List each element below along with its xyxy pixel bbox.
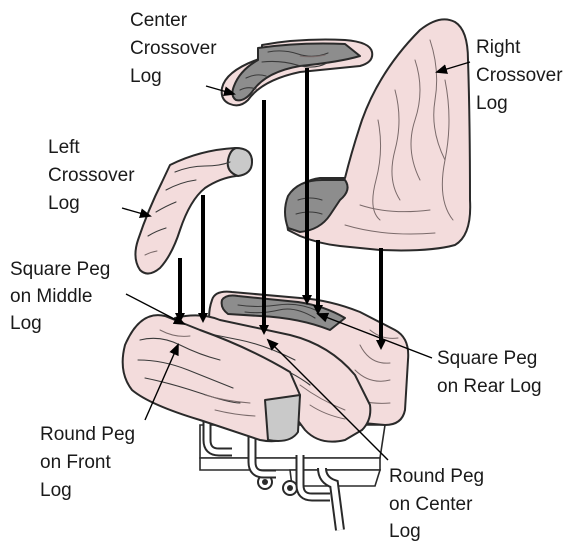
- label-round-peg-center-log: Round Peg on Center Log: [389, 466, 489, 542]
- label-left-crossover-log: Left Crossover Log: [48, 137, 140, 214]
- center-crossover-log: [222, 40, 373, 106]
- label-right-crossover-log: Right Crossover Log: [476, 37, 568, 114]
- label-square-peg-middle-log: Square Peg on Middle Log: [10, 259, 116, 334]
- label-square-peg-rear-log: Square Peg on Rear Log: [437, 348, 543, 397]
- label-round-peg-front-log: Round Peg on Front Log: [40, 424, 140, 501]
- leader-left-crossover: [122, 208, 150, 216]
- left-crossover-log: [135, 148, 252, 274]
- label-center-crossover-log: Center Crossover Log: [130, 10, 222, 87]
